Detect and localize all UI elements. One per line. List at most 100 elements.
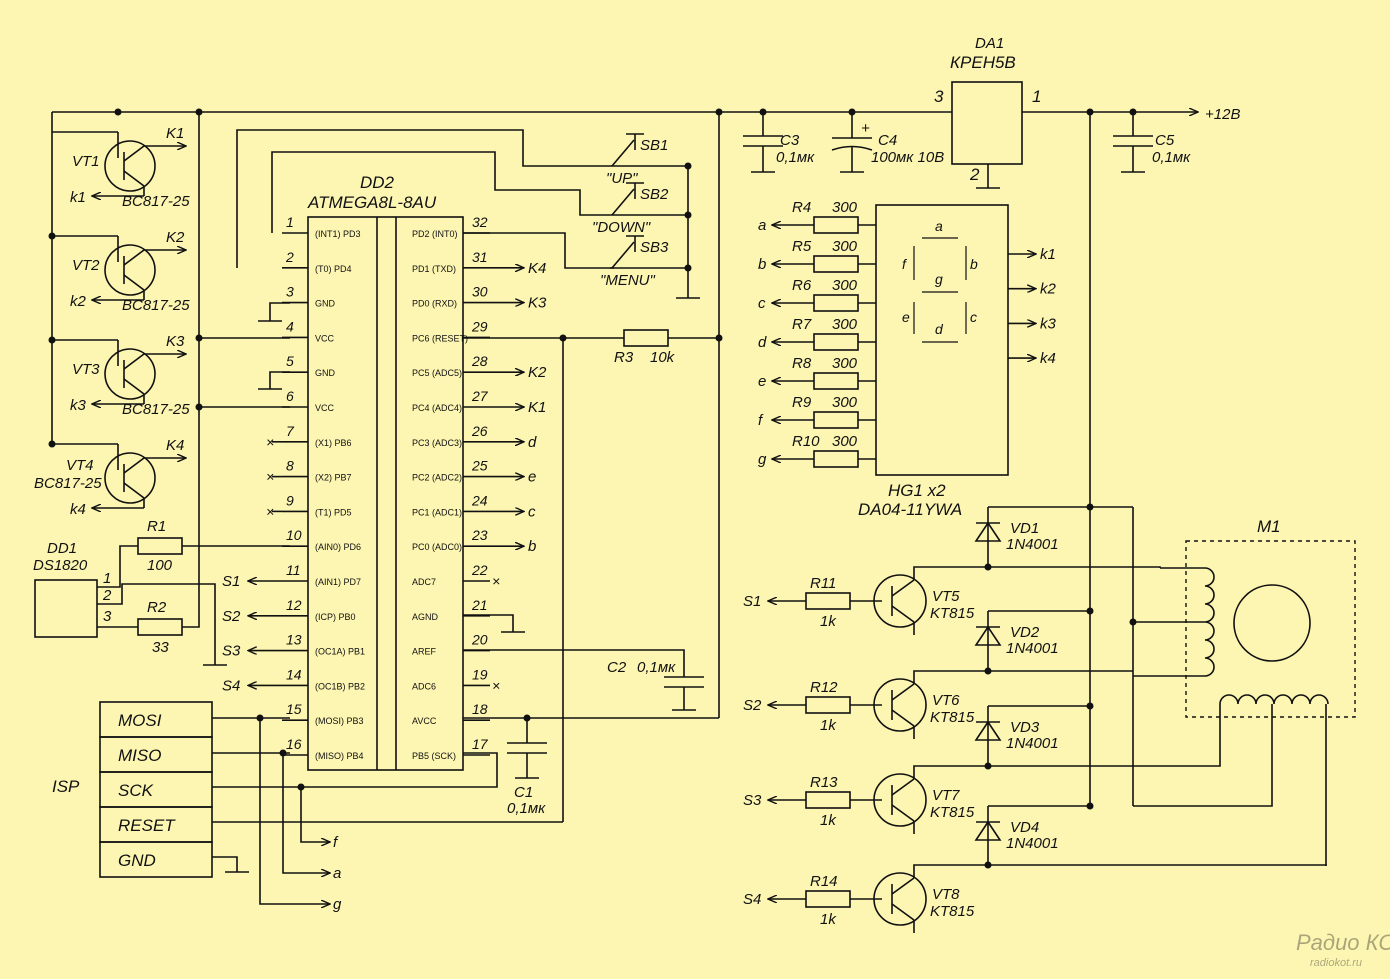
- seg-net: c: [758, 295, 766, 312]
- mcu-pin-name: AGND: [412, 612, 439, 622]
- nc-mark: ×: [492, 677, 500, 693]
- driver-collector-net: K1: [166, 125, 184, 142]
- regulator-pin-in: 3: [934, 87, 944, 106]
- mcu-pin-name: PC3 (ADC3): [412, 438, 462, 448]
- stage-res-value: 1k: [820, 717, 837, 734]
- seg-c: c: [970, 309, 977, 325]
- mcu-pin-name: (MOSI) PB3: [315, 716, 364, 726]
- switch-block: SB1"UP"SB2"DOWN"SB3"MENU": [592, 133, 700, 299]
- mcu-pin-number: 15: [286, 701, 302, 717]
- sensor-dd1: DD1 DS1820 1 2 3 R1 100 R2 33: [33, 518, 290, 666]
- sensor-pin-1: 1: [103, 570, 111, 587]
- mcu-pin-number: 6: [286, 388, 294, 404]
- display-common: k4: [1040, 350, 1056, 367]
- seg-res-value: 300: [832, 199, 858, 216]
- mcu-pin-number: 20: [471, 632, 488, 648]
- isp-row-miso: MISO: [118, 746, 161, 765]
- net-label: K2: [528, 364, 547, 381]
- mcu-pin-number: 22: [471, 562, 488, 578]
- stage-diode-part: 1N4001: [1006, 735, 1059, 752]
- seg-res-value: 300: [832, 277, 858, 294]
- c4-value: 100мк 10В: [871, 149, 944, 166]
- net-label: c: [528, 503, 536, 520]
- sensor-part: DS1820: [33, 557, 88, 574]
- mcu-pin-number: 12: [286, 597, 302, 613]
- seg-res-ref: R5: [792, 238, 812, 255]
- r1-ref: R1: [147, 518, 166, 535]
- seg-res-ref: R9: [792, 394, 812, 411]
- driver-ref: VT2: [72, 257, 100, 274]
- nc-mark: ×: [492, 573, 500, 589]
- mcu-pin-name: AVCC: [412, 716, 437, 726]
- mcu-pin-number: 5: [286, 353, 294, 369]
- mcu-part: ATMEGA8L-8AU: [307, 193, 437, 212]
- seg-a: a: [935, 218, 943, 234]
- stage-res-ref: R11: [810, 575, 836, 592]
- driver-emitter-net: k2: [70, 293, 87, 310]
- mcu-pin-name: PD1 (TXD): [412, 264, 456, 274]
- mcu-pin-name: PB5 (SCK): [412, 751, 456, 761]
- seg-net: f: [758, 412, 764, 429]
- isp-out-net: f: [333, 834, 339, 851]
- stage-net: S4: [743, 891, 761, 908]
- seg-e: e: [902, 309, 910, 325]
- mcu-pin-name: (OC1A) PB1: [315, 647, 365, 657]
- driver-collector-net: K2: [166, 229, 185, 246]
- mcu-pin-name: (OC1B) PB2: [315, 681, 365, 691]
- driver-emitter-net: k1: [70, 189, 86, 206]
- mcu-pin-number: 13: [286, 632, 302, 648]
- mcu-body: [307, 216, 464, 771]
- stage-diode-part: 1N4001: [1006, 536, 1059, 553]
- stage-tr-part: KT815: [930, 605, 975, 622]
- switch-name: "DOWN": [592, 219, 651, 236]
- isp-row-sck: SCK: [118, 781, 154, 800]
- stage-tr-part: KT815: [930, 903, 975, 920]
- regulator-part: КРЕН5В: [950, 53, 1016, 72]
- isp-row-gnd: GND: [118, 851, 156, 870]
- mcu-pin-number: 23: [471, 527, 488, 543]
- driver-ref: VT4: [66, 457, 94, 474]
- regulator-pin-gnd: 2: [969, 165, 980, 184]
- stage-net: S2: [743, 697, 762, 714]
- driver-ref: VT3: [72, 361, 100, 378]
- driver-emitter-net: k3: [70, 397, 87, 414]
- r3-ref: R3: [614, 349, 634, 366]
- seg-res-value: 300: [832, 355, 858, 372]
- c2-ref: C2: [607, 659, 627, 676]
- motor-ref: M1: [1257, 517, 1281, 536]
- mcu-pin-number: 18: [472, 701, 488, 717]
- display-part: DA04-11YWA: [858, 500, 962, 519]
- mcu-pin-name: (AIN1) PD7: [315, 577, 361, 587]
- power-section: DA1 КРЕН5В 3 1 2 +12В C3 0,1мк + C4 100м…: [51, 35, 1240, 806]
- switch-name: "UP": [606, 170, 638, 187]
- net-label: d: [528, 434, 537, 451]
- mcu-pin-number: 7: [286, 423, 295, 439]
- switch-name: "MENU": [600, 272, 655, 289]
- mcu-pin-name: (AIN0) PD6: [315, 542, 361, 552]
- stage-net: S1: [743, 593, 761, 610]
- net-label: e: [528, 469, 536, 486]
- mcu-pin-number: 19: [472, 666, 488, 682]
- stage-diode-ref: VD1: [1010, 520, 1039, 537]
- driver-part: BC817-25: [34, 475, 102, 492]
- c1-value: 0,1мк: [507, 800, 546, 817]
- stage-res-value: 1k: [820, 613, 837, 630]
- display-common: k2: [1040, 281, 1057, 298]
- stage-diode-part: 1N4001: [1006, 640, 1059, 657]
- mcu-pin-name: VCC: [315, 333, 335, 343]
- seg-res-ref: R6: [792, 277, 812, 294]
- seg-res-value: 300: [832, 433, 858, 450]
- c4-polarity: +: [861, 120, 870, 137]
- seg-res-value: 300: [832, 238, 858, 255]
- stage-tr-ref: VT6: [932, 692, 960, 709]
- mcu-wiring: R3 10k C2 0,1мк C1 0,1мк: [195, 129, 723, 904]
- c5-value: 0,1мк: [1152, 149, 1191, 166]
- mcu-pin-number: 14: [286, 666, 302, 682]
